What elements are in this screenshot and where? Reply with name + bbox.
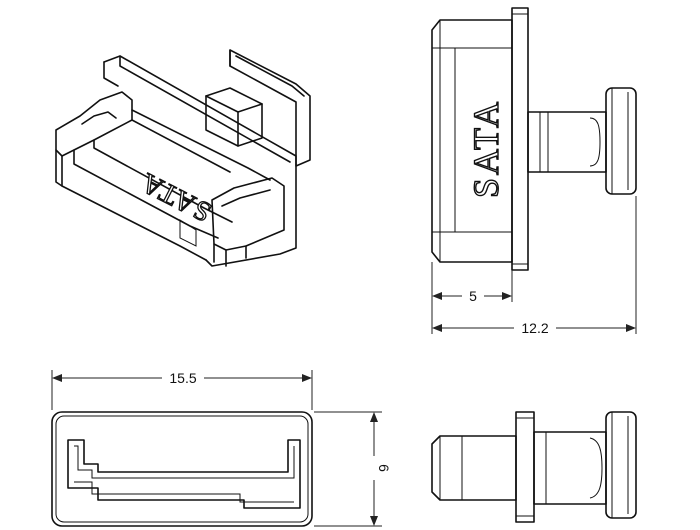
dim-label-12-2: 12.2 bbox=[521, 320, 548, 336]
side-stem bbox=[527, 111, 607, 173]
dim-label-6: 6 bbox=[376, 464, 392, 472]
side-view: SATA 5 12.2 bbox=[431, 7, 637, 337]
dim-5: 5 bbox=[431, 262, 513, 334]
dim-label-5: 5 bbox=[469, 288, 477, 304]
dim-label-15-5: 15.5 bbox=[169, 370, 196, 386]
bottom-flange bbox=[515, 411, 535, 523]
bottom-knob bbox=[605, 411, 637, 519]
side-flange bbox=[511, 7, 529, 271]
side-knob bbox=[605, 87, 637, 195]
bottom-stem bbox=[533, 431, 607, 505]
dim-12-2: 12.2 bbox=[432, 196, 637, 337]
front-slot-profile bbox=[67, 439, 301, 509]
isometric-view: SATA bbox=[55, 49, 311, 267]
iso-stem bbox=[205, 87, 263, 147]
bottom-view bbox=[431, 411, 637, 523]
iso-flange bbox=[229, 49, 311, 167]
dim-6: 6 bbox=[314, 411, 392, 527]
dim-15-5: 15.5 bbox=[51, 369, 313, 410]
front-view: 15.5 6 bbox=[51, 369, 392, 527]
side-sata-emboss: SATA bbox=[466, 99, 506, 198]
iso-body bbox=[55, 55, 297, 267]
bottom-nose bbox=[431, 435, 517, 501]
front-outline bbox=[51, 411, 313, 527]
